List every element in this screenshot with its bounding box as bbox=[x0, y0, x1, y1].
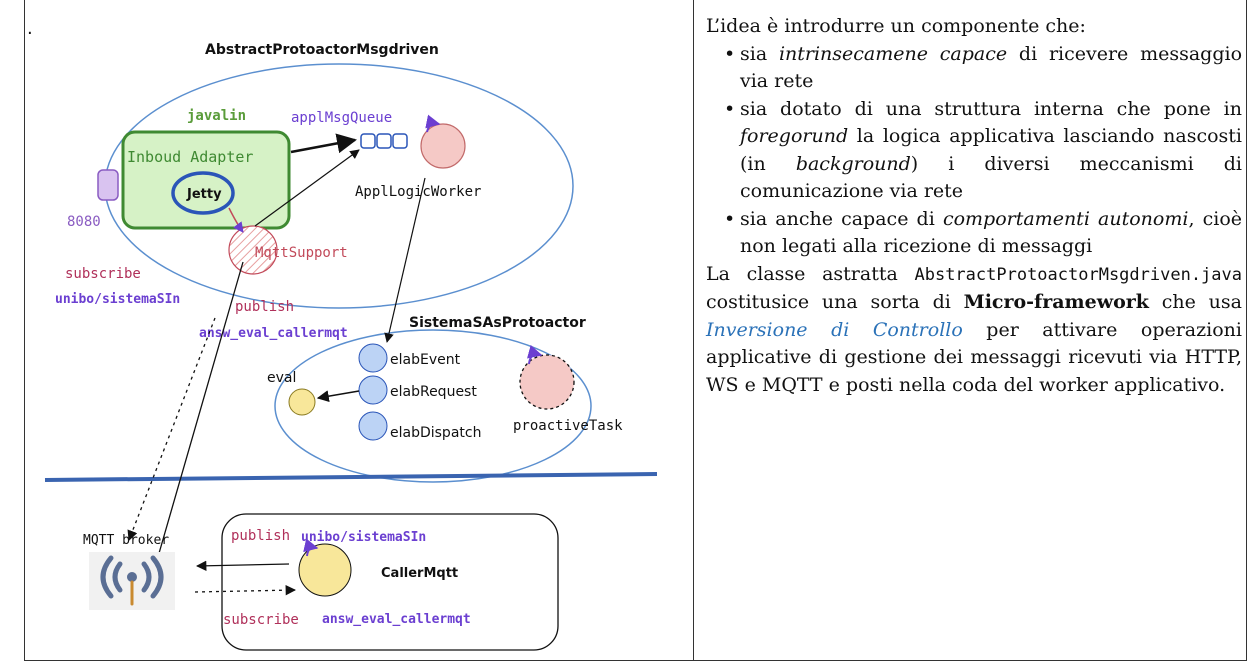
subscribe-dotted-arrow bbox=[127, 317, 216, 541]
mqtt-broker-icon bbox=[100, 555, 164, 606]
sistema-ellipse bbox=[274, 329, 592, 483]
publish-label-top: publish bbox=[235, 299, 294, 315]
publish-arrow bbox=[146, 261, 244, 589]
appl-msg-queue-label: applMsgQueue bbox=[291, 110, 392, 126]
topic-answ-label-top: answ_eval_callermqt bbox=[199, 326, 348, 341]
worker-loop-icon bbox=[425, 114, 441, 133]
intro-text: L’idea è introdurre un componente che: bbox=[706, 15, 1086, 37]
inversione-di-controllo-link[interactable]: Inversione di Controllo bbox=[706, 318, 963, 341]
sistema-title: SistemaSAsProtoactor bbox=[409, 315, 586, 331]
elab-dispatch-circle bbox=[358, 411, 388, 441]
b1-pre: sia bbox=[740, 42, 779, 65]
mqtt-broker-label: MQTT broker bbox=[83, 533, 169, 548]
elab-event-circle bbox=[358, 343, 388, 373]
caller-to-broker-arrow bbox=[195, 560, 290, 571]
elab-event-label: elabEvent bbox=[390, 352, 461, 368]
p-mid2: che usa bbox=[1148, 291, 1242, 313]
topic-in-label-bottom: unibo/sistemaSIn bbox=[301, 530, 426, 545]
feature-list: sia intrinsecamene capace di ricevere me… bbox=[706, 41, 1242, 261]
micro-framework-bold: Micro-framework bbox=[963, 291, 1149, 313]
port-label: 8080 bbox=[67, 214, 101, 230]
p-post: per attivare operazioni applicative di g… bbox=[706, 318, 1242, 396]
jetty-ellipse bbox=[171, 171, 235, 215]
queue-slot bbox=[392, 133, 408, 149]
elab-request-label: elabRequest bbox=[390, 384, 477, 400]
elab-request-circle bbox=[358, 375, 388, 405]
b1-post: di ricevere messaggio via rete bbox=[740, 42, 1243, 93]
mqtt-to-queue-arrow bbox=[254, 149, 360, 227]
topic-in-label-top: unibo/sistemaSIn bbox=[55, 292, 180, 307]
b2-post: ) i diversi meccanismi di comunicazione … bbox=[740, 152, 1242, 203]
subscribe-label-bottom: subscribe bbox=[223, 612, 299, 628]
mqtt-support-circle bbox=[228, 225, 278, 275]
list-item: sia intrinsecamene capace di ricevere me… bbox=[724, 41, 1243, 96]
appl-logic-worker-label: ApplLogicWorker bbox=[355, 184, 481, 200]
mqtt-support-label: MqttSupport bbox=[255, 245, 348, 261]
b2-pre: sia dotato di una struttura interna che … bbox=[740, 97, 1242, 120]
protoactor-title: AbstractProtoactorMsgdriven bbox=[205, 42, 439, 58]
jetty-label: Jetty bbox=[186, 187, 222, 202]
appl-logic-worker-circle bbox=[420, 123, 466, 169]
table-frame bbox=[24, 0, 1247, 661]
topic-answ-label-bottom: answ_eval_callermqt bbox=[322, 612, 471, 627]
p-pre: La classe astratta bbox=[706, 262, 915, 285]
list-item: sia dotato di una struttura interna che … bbox=[724, 96, 1242, 206]
port-8080-box bbox=[97, 169, 119, 201]
queue-slot bbox=[360, 133, 376, 149]
b1-emphasis: intrinsecamene capace bbox=[778, 42, 1008, 65]
framework-paragraph: La classe astratta AbstractProtoactorMsg… bbox=[706, 261, 1242, 400]
jetty-to-mqtt-link bbox=[228, 207, 244, 233]
queue-slot bbox=[376, 133, 392, 149]
dot-mark: . bbox=[27, 18, 33, 39]
eval-label: eval bbox=[267, 370, 296, 386]
architecture-diagram: . AbstractProtoactorMsgdriven javalin In… bbox=[25, 0, 693, 662]
list-item: sia anche capace di comportamenti autono… bbox=[724, 206, 1243, 261]
proactive-task-circle bbox=[519, 354, 575, 410]
column-divider bbox=[693, 0, 694, 661]
adapter-to-queue-arrow bbox=[290, 133, 357, 154]
proactive-loop-icon bbox=[527, 344, 543, 365]
b3-emphasis: comportamenti autonomi bbox=[942, 207, 1189, 230]
worker-to-sistema-arrow bbox=[384, 177, 426, 343]
p-mid1: costitusice una sorta di bbox=[706, 291, 964, 313]
elab-dispatch-label: elabDispatch bbox=[390, 425, 481, 441]
diagram-svg: . AbstractProtoactorMsgdriven javalin In… bbox=[27, 18, 658, 651]
network-separator-line bbox=[44, 472, 658, 482]
caller-mqtt-box bbox=[221, 513, 559, 651]
proactive-task-label: proactiveTask bbox=[513, 418, 623, 434]
b2-emphasis-background: background bbox=[795, 152, 911, 175]
subscribe-label-top: subscribe bbox=[65, 266, 141, 282]
request-to-eval-arrow bbox=[316, 390, 360, 403]
b2-mid: la logica applicativa lasciando nascosti… bbox=[740, 125, 1242, 175]
javalin-label: javalin bbox=[187, 108, 246, 124]
inbound-adapter-label: Inboud Adapter bbox=[127, 148, 253, 166]
caller-mqtt-label: CallerMqtt bbox=[381, 566, 458, 581]
description-column: L’idea è introdurre un componente che: s… bbox=[706, 13, 1242, 399]
caller-mqtt-circle bbox=[298, 543, 352, 597]
broker-to-caller-dotted-arrow bbox=[194, 584, 297, 596]
eval-circle bbox=[288, 388, 316, 416]
inbound-adapter-box bbox=[121, 130, 291, 230]
caller-loop-icon bbox=[303, 538, 319, 557]
class-name-code: AbstractProtoactorMsgdriven.java bbox=[914, 264, 1242, 285]
publish-label-bottom: publish bbox=[231, 528, 290, 544]
b3-pre: sia anche capace di bbox=[740, 207, 943, 230]
b3-post: , cioè non legati alla ricezione di mess… bbox=[740, 207, 1243, 258]
b2-emphasis-foreground: foregorund bbox=[740, 125, 849, 147]
